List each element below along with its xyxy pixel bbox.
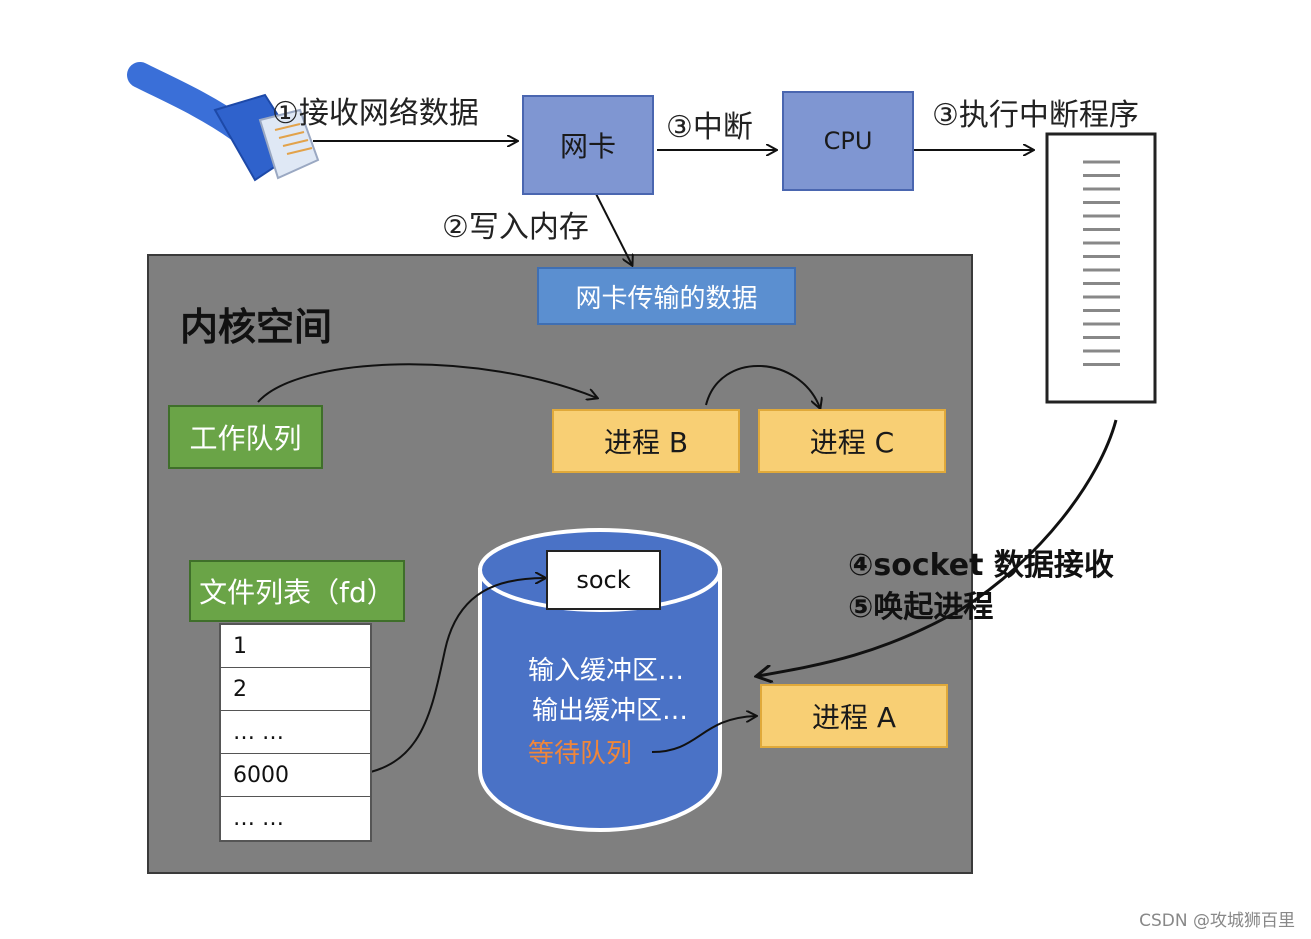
fd-row: 2	[221, 668, 370, 711]
arrow-waitqueue-to-process-a	[651, 716, 756, 753]
label-step2: ②写入内存	[442, 210, 589, 245]
kernel-title: 内核空间	[180, 305, 333, 349]
work-queue-box: 工作队列	[168, 405, 323, 469]
label-step3-interrupt: ③中断	[666, 110, 753, 145]
interrupt-program-icon	[1045, 132, 1157, 404]
sock-box: sock	[546, 550, 661, 610]
process-c-box: 进程 C	[758, 409, 946, 473]
arrow-fd-to-sock	[337, 578, 545, 777]
fd-row: … …	[221, 711, 370, 754]
process-b-box: 进程 B	[552, 409, 740, 473]
fd-row: 6000	[221, 754, 370, 797]
arrow-program-to-process-a	[758, 419, 1118, 676]
label-step5: ⑤唤起进程	[848, 590, 994, 625]
output-buffer-label: 输出缓冲区…	[532, 696, 689, 726]
label-step4: ④socket 数据接收	[848, 548, 1114, 583]
fd-table: 1 2 … … 6000 … …	[219, 623, 372, 842]
label-step3-exec: ③执行中断程序	[932, 98, 1139, 133]
input-buffer-label: 输入缓冲区…	[528, 656, 685, 686]
cpu-box: CPU	[782, 91, 914, 191]
process-a-box: 进程 A	[760, 684, 948, 748]
fd-list-title: 文件列表（fd）	[189, 560, 405, 622]
fd-row: … …	[233, 806, 284, 831]
nic-data-box: 网卡传输的数据	[537, 267, 796, 325]
watermark: CSDN @攻城狮百里	[1139, 911, 1295, 931]
arrow-process-b-to-c	[705, 365, 820, 408]
nic-box: 网卡	[522, 95, 654, 195]
fd-row: 1	[221, 625, 370, 668]
label-step1: ①接收网络数据	[272, 96, 479, 131]
wait-queue-label: 等待队列	[528, 739, 633, 769]
arrow-workqueue-to-process-b	[257, 363, 597, 403]
ethernet-cable-icon	[127, 62, 320, 182]
